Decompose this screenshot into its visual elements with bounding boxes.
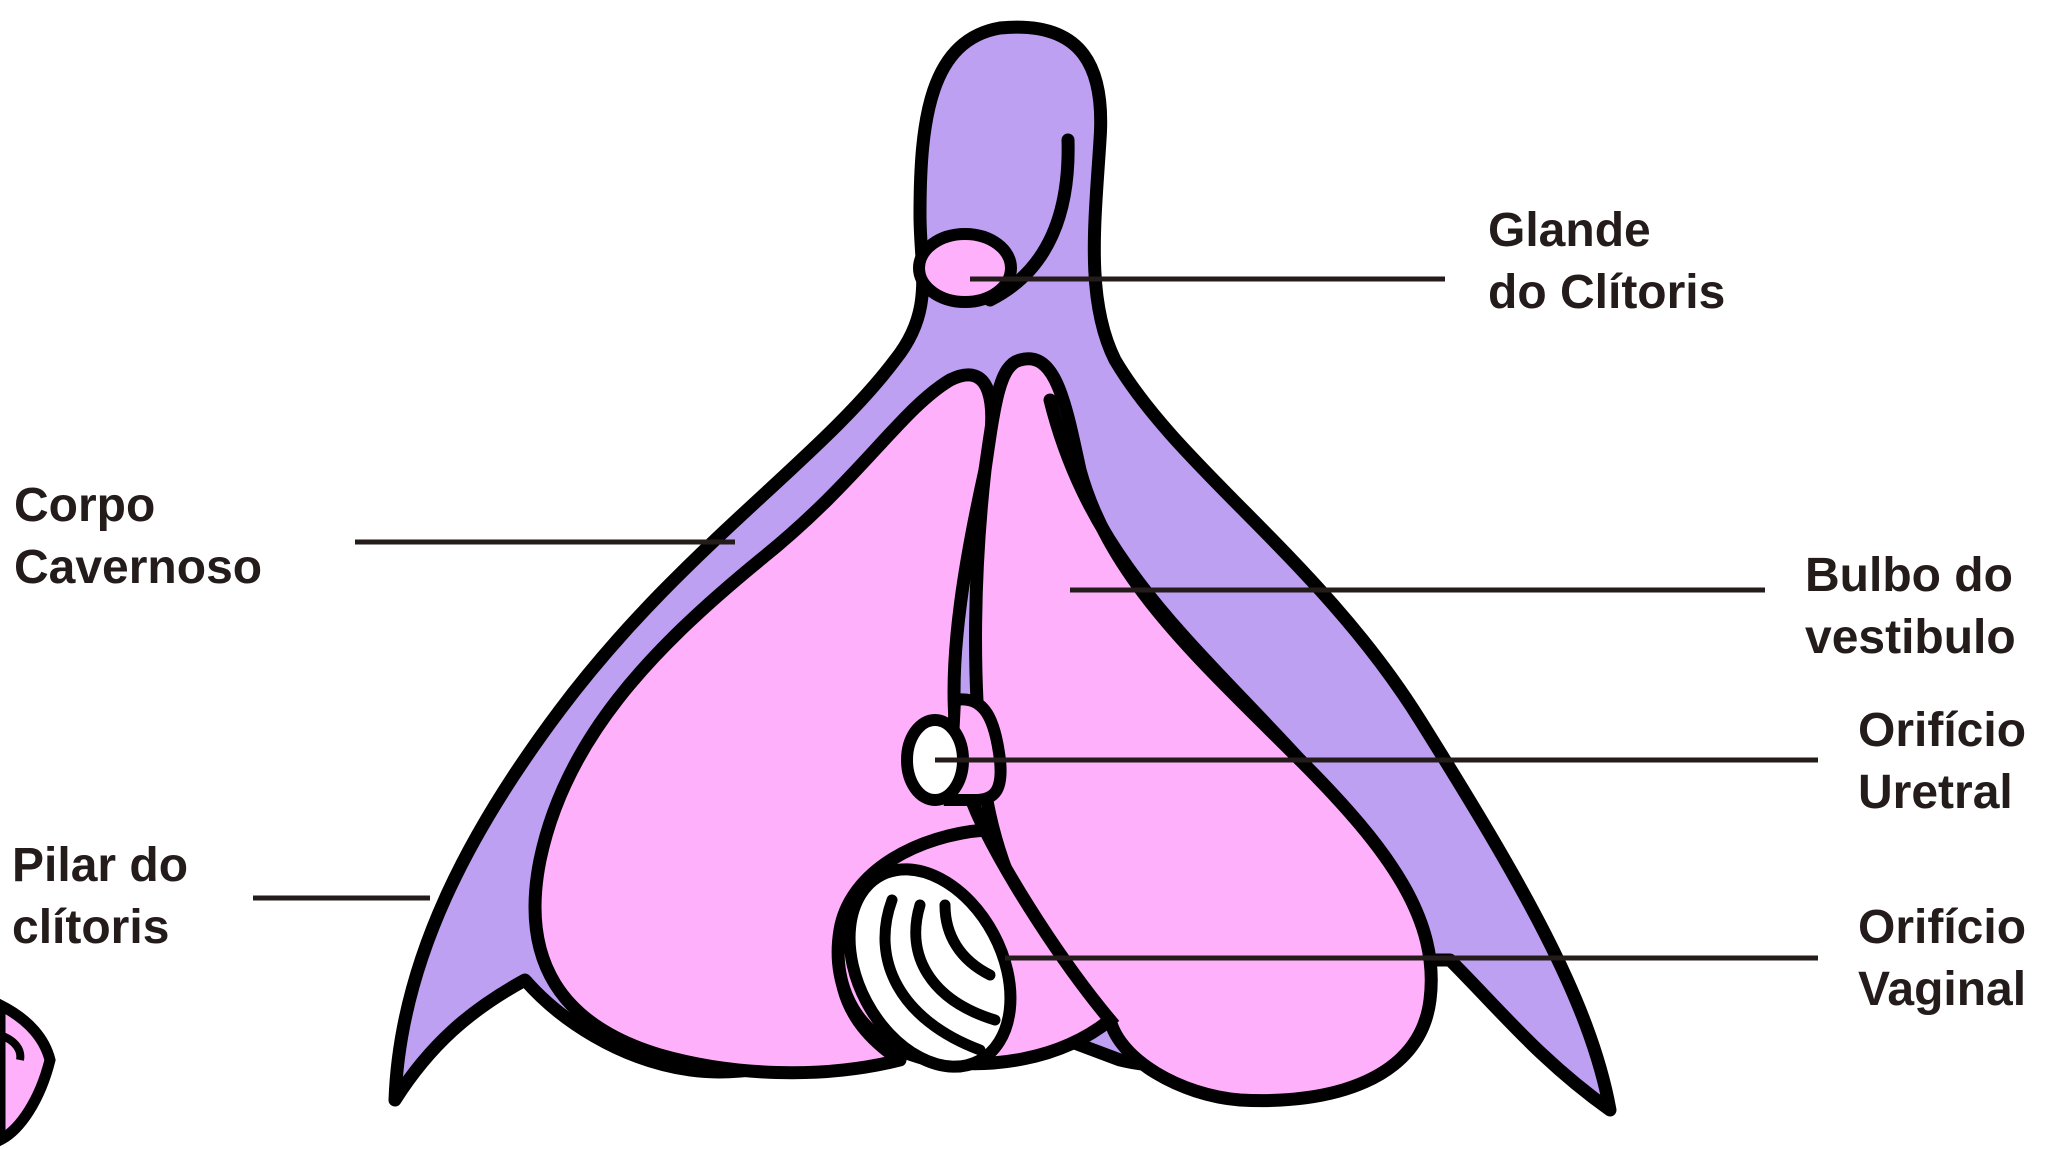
label-glande: Glande do Clítoris xyxy=(1488,200,1725,324)
label-bulbo: Bulbo do vestibulo xyxy=(1805,545,2016,669)
corner-lips-illustration xyxy=(0,1005,50,1140)
glande-shape xyxy=(919,234,1011,302)
label-pilar: Pilar do clítoris xyxy=(12,835,188,959)
label-uretral: Orifício Uretral xyxy=(1858,700,2026,824)
label-vaginal: Orifício Vaginal xyxy=(1858,897,2026,1021)
label-corpo-cavernoso: Corpo Cavernoso xyxy=(14,475,262,599)
